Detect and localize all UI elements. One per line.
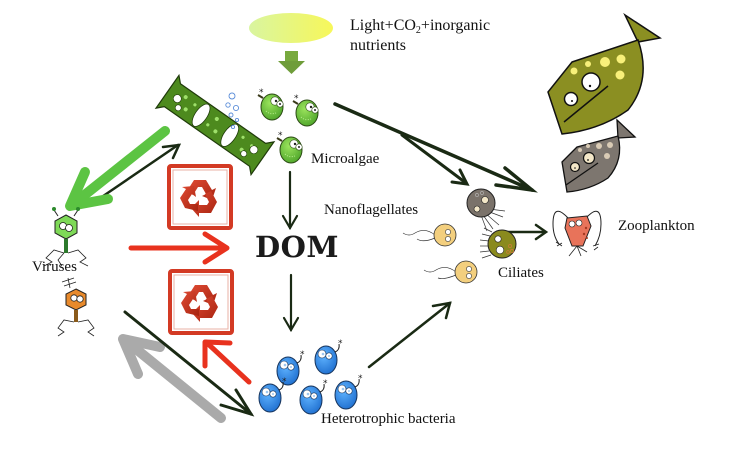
label-dom: DOM <box>255 230 340 264</box>
microalgae-cell-icon <box>292 93 320 127</box>
input-label-suffix: +inorganic <box>420 17 491 34</box>
input-label-subscript: 2 <box>415 25 421 36</box>
bacteria-cell-icon <box>334 373 364 410</box>
diatom-icon <box>154 73 276 177</box>
arrow-viruses-to-bacteria <box>123 310 255 417</box>
arrow-microalgae-to-viruses <box>65 126 170 211</box>
label-microalgae: Microalgae <box>311 151 380 167</box>
arrow-ciliates-to-zooplankton <box>506 223 549 241</box>
arrow-bacteria-to-viruses <box>118 334 226 423</box>
zooplankton-icon <box>552 210 602 257</box>
microalgae-cell-icon <box>257 87 285 121</box>
arrow-viruses-to-dom <box>128 231 230 265</box>
bacteria-cell-icon <box>314 338 344 375</box>
virus-green-icon <box>43 207 89 267</box>
recycle-icon <box>167 164 233 230</box>
virus-orange-icon <box>57 277 95 337</box>
bacteria-cell-icon <box>299 378 329 415</box>
arrow-bacteria-to-recycle <box>202 339 252 385</box>
nanoflagellate-yellow-icon <box>423 260 478 284</box>
microalgae-cell-icon <box>276 130 304 164</box>
arrow-microalgae-to-fish <box>333 102 538 193</box>
ciliate-icon <box>479 227 517 259</box>
light-source-icon <box>249 13 333 43</box>
fish-olive-icon <box>547 12 662 135</box>
nanoflagellate-gray-icon <box>466 188 506 232</box>
label-viruses: Viruses <box>32 259 77 275</box>
nanoflagellate-yellow-icon <box>402 223 457 247</box>
input-block-arrow-icon <box>278 51 305 74</box>
label-nanoflagellates: Nanoflagellates <box>324 202 419 218</box>
label-zooplankton: Zooplankton <box>618 218 695 234</box>
input-label-line2: nutrients <box>350 37 406 54</box>
input-label-prefix: Light+CO <box>350 17 416 34</box>
label-heterotrophic-bacteria: Heterotrophic bacteria <box>321 411 456 427</box>
arrow-bacteria-to-nanoflagellates <box>367 301 452 369</box>
input-label: Light+CO2+inorganic nutrients <box>350 16 490 56</box>
arrow-dom-to-bacteria <box>282 273 300 333</box>
bacteria-cell-icon <box>258 376 288 413</box>
label-ciliates: Ciliates <box>498 265 544 281</box>
recycle-icon <box>168 269 234 335</box>
arrow-microalgae-to-nanoflagellates <box>400 133 470 186</box>
bubbles-icon <box>225 92 240 130</box>
arrow-microalgae-to-dom <box>281 170 299 231</box>
fish-gray-icon <box>561 118 637 193</box>
